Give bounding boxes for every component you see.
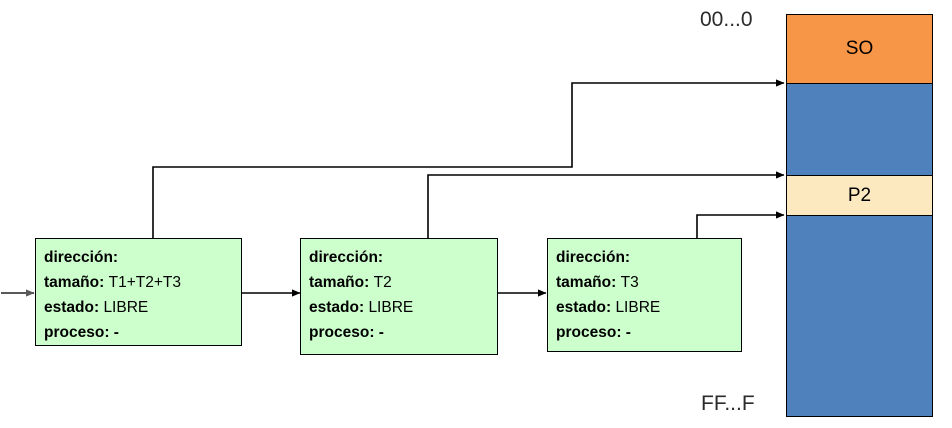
edge-descriptor-1-to-memory-free-top [152,79,785,238]
field-label-direccion: dirección: [556,249,631,266]
descriptor-3-field-direccion: dirección: [556,245,741,270]
field-value-estado: LIBRE [615,299,661,316]
field-label-proceso: proceso [309,324,370,341]
field-label-proceso: proceso [44,324,105,341]
field-label-tamano: tamaño: [556,274,617,291]
descriptor-2-field-direccion: dirección: [309,245,497,270]
field-label-estado: estado: [556,299,612,316]
descriptor-box-3[interactable]: dirección: tamaño: T3 estado: LIBRE proc… [547,238,742,352]
descriptor-box-2[interactable]: dirección: tamaño: T2 estado: LIBRE proc… [300,238,498,355]
field-value-proceso: : - [104,324,119,341]
field-value-proceso: : - [369,324,384,341]
memory-block-free-lower[interactable] [787,216,932,416]
memory-top-address-label: 00...0 [700,8,753,31]
descriptor-1-field-proceso: proceso: - [44,320,241,345]
descriptor-1-field-tamano: tamaño: T1+T2+T3 [44,270,241,295]
field-value-proceso: : - [616,324,631,341]
field-label-tamano: tamaño: [309,274,370,291]
memory-block-so[interactable]: SO [787,15,932,84]
field-label-direccion: dirección: [309,249,384,266]
memory-bottom-address-label: FF...F [701,392,755,415]
descriptor-2-field-estado: estado: LIBRE [309,295,497,320]
field-label-estado: estado: [309,299,365,316]
descriptor-2-field-tamano: tamaño: T2 [309,270,497,295]
field-value-tamano: T3 [620,274,639,291]
field-label-proceso: proceso [556,324,617,341]
field-label-estado: estado: [44,299,100,316]
edge-descriptor-2-to-memory-p2-top [427,171,785,258]
field-value-estado: LIBRE [103,299,149,316]
memory-block-so-label: SO [845,38,874,59]
memory-block-free-upper[interactable] [787,84,932,176]
field-value-tamano: T2 [373,274,392,291]
field-label-direccion: dirección: [44,249,119,266]
descriptor-box-1[interactable]: dirección: tamaño: T1+T2+T3 estado: LIBR… [35,238,242,346]
field-label-tamano: tamaño: [44,274,105,291]
descriptor-1-field-estado: estado: LIBRE [44,295,241,320]
memory-block-p2[interactable]: P2 [787,176,932,216]
field-value-tamano: T1+T2+T3 [108,274,181,291]
descriptor-3-field-tamano: tamaño: T3 [556,270,741,295]
memory-map-column: SO P2 [786,14,933,417]
descriptor-2-field-proceso: proceso: - [309,320,497,345]
memory-block-p2-label: P2 [847,184,872,206]
descriptor-3-field-estado: estado: LIBRE [556,295,741,320]
descriptor-1-field-direccion: dirección: [44,245,241,270]
descriptor-3-field-proceso: proceso: - [556,320,741,345]
field-value-estado: LIBRE [368,299,414,316]
